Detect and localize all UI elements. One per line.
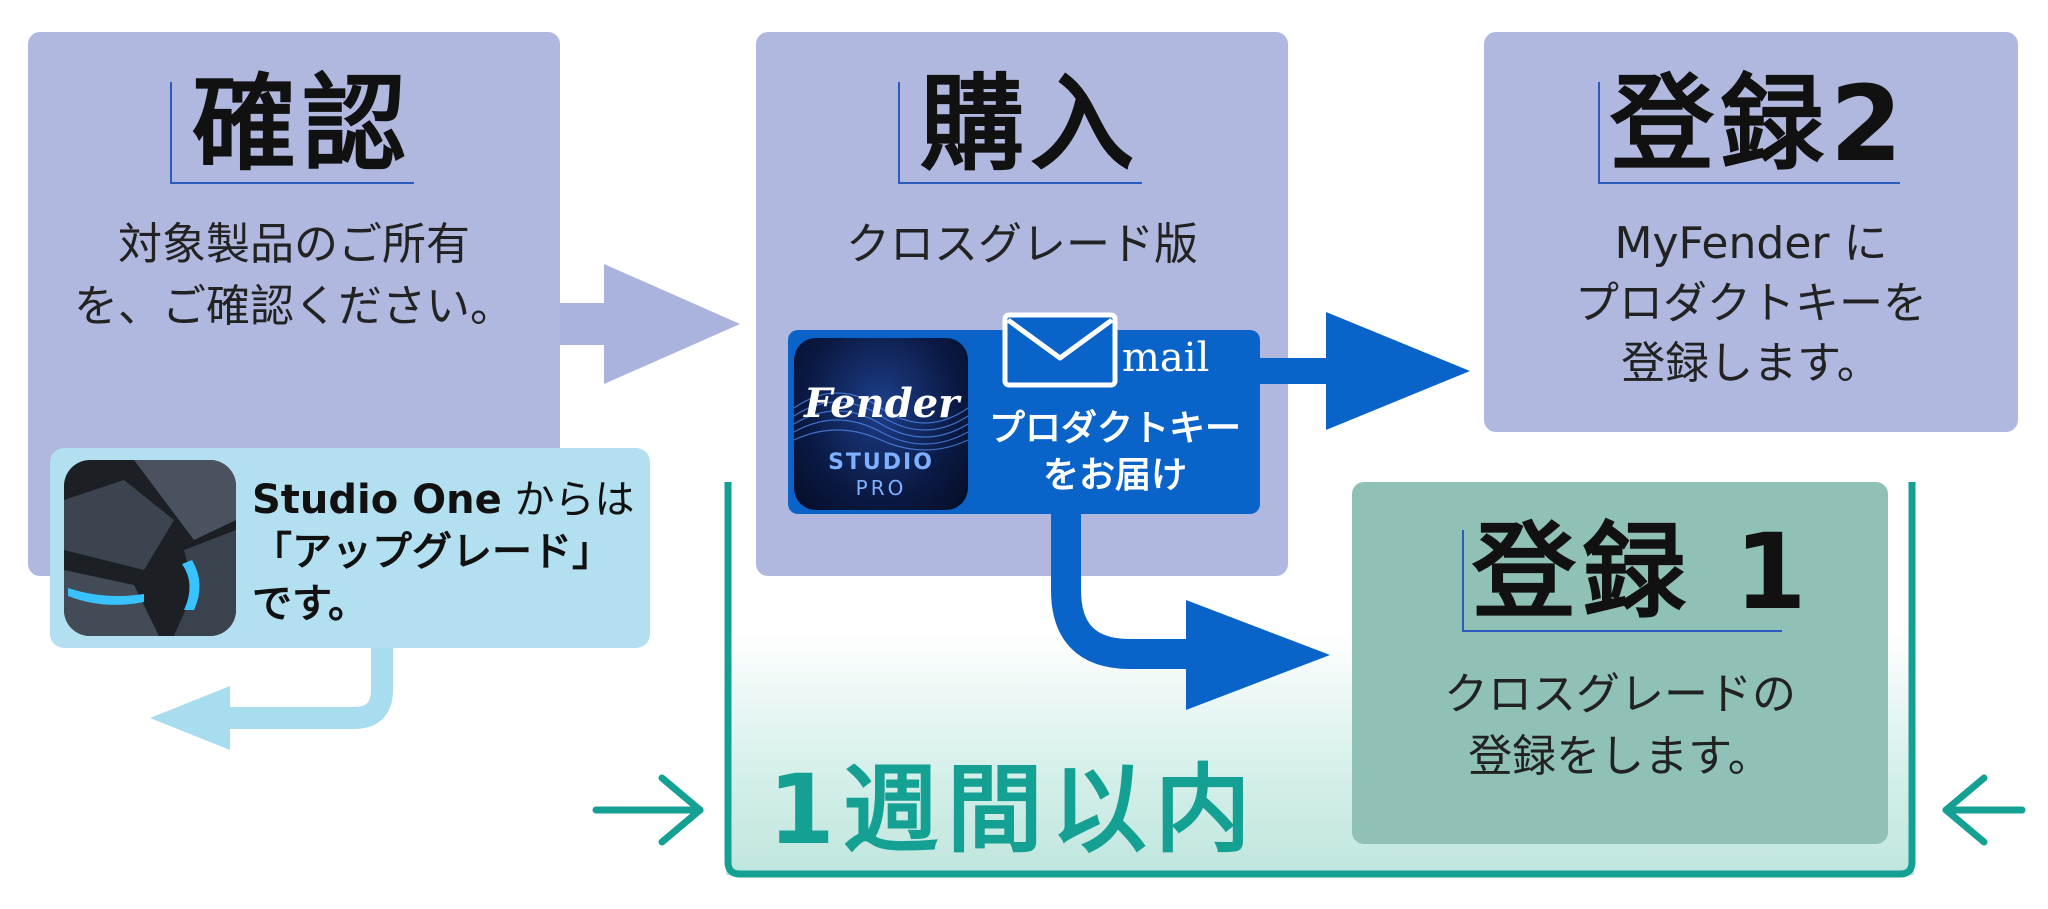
arrow-confirm-to-purchase <box>560 264 740 384</box>
pro-text: PRO <box>855 476 907 500</box>
step-confirm-title: 確認 <box>192 63 413 185</box>
studio-one-logo <box>64 460 236 636</box>
step-register2-desc-line3: 登録します。 <box>1621 337 1881 389</box>
mail-card-message-line1: プロダクトキー <box>988 408 1241 449</box>
step-confirm-description: 対象製品のご所有 を、ご確認ください。 <box>28 214 560 337</box>
mail-label: mail <box>1122 335 1210 381</box>
arrow-mail-to-register2 <box>1258 312 1470 430</box>
step-confirm-title-underline <box>170 82 414 184</box>
step-confirm-desc-line1: 対象製品のご所有 <box>118 219 470 270</box>
step-register1-desc-line1: クロスグレードの <box>1444 669 1796 720</box>
envelope-icon <box>1002 312 1118 388</box>
studio-one-note-text: Studio One からは 「アップグレード」 です。 <box>252 474 634 630</box>
studio-one-note-line1-suffix: からは <box>501 477 635 523</box>
step-register1-title: 登録 1 <box>1472 511 1813 633</box>
step-register2-title: 登録2 <box>1610 63 1909 185</box>
fender-brand-text: Fender <box>804 380 960 427</box>
step-register2-description: MyFender に プロダクトキーを 登録します。 <box>1484 214 2018 393</box>
studio-one-note-line3: です。 <box>252 581 368 627</box>
deadline-left-arrow <box>592 774 704 846</box>
step-purchase-description: クロスグレード版 <box>846 219 1198 270</box>
fender-studio-pro-logo: Fender STUDIO PRO <box>794 338 968 510</box>
step-purchase-title-underline <box>898 82 1142 184</box>
arrow-note-return <box>150 648 393 750</box>
deadline-right-arrow <box>1942 774 2026 846</box>
studio-text: STUDIO <box>828 450 934 475</box>
wave-lines-graphic <box>794 392 968 451</box>
deadline-label: 1週間以内 <box>768 754 1259 866</box>
mail-card-message: プロダクトキー をお届け <box>970 406 1260 500</box>
step-register2-desc-line2: プロダクトキーを <box>1575 277 1927 329</box>
step-register1-description: クロスグレードの 登録をします。 <box>1352 664 1888 787</box>
studio-one-product-name: Studio One <box>252 477 502 523</box>
step-confirm-desc-line2: を、ご確認ください。 <box>74 280 514 332</box>
step-purchase-title: 購入 <box>920 63 1141 185</box>
studio-one-note-line1: Studio One からは <box>252 474 634 526</box>
step-register2-title-underline <box>1598 82 1900 184</box>
step-register2-box <box>1484 32 2018 432</box>
mail-card-message-line2: をお届け <box>1042 454 1187 496</box>
step-register1-desc-line2: 登録をします。 <box>1468 730 1772 782</box>
studio-one-note-line2: 「アップグレード」 <box>252 529 612 575</box>
step-register2-desc-line1: MyFender に <box>1614 218 1888 269</box>
studio-one-logo-shapes <box>64 460 236 636</box>
